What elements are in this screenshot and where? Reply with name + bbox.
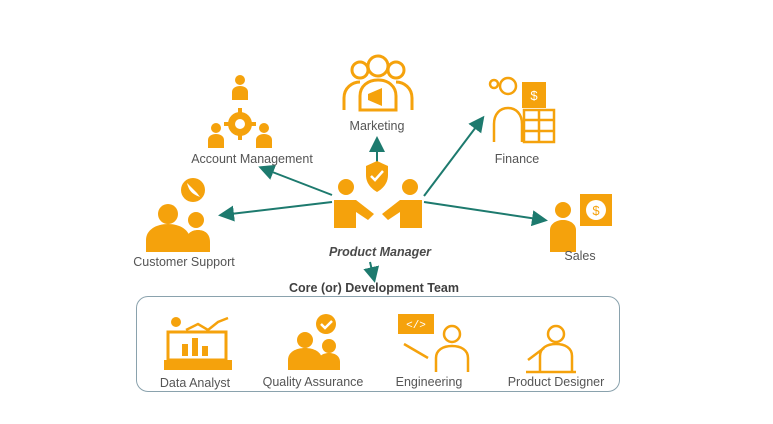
connector-arrows (218, 115, 548, 283)
team-member-label-engineering: Engineering (395, 375, 463, 389)
center-label-product-manager: Product Manager (328, 245, 432, 259)
sales-dollar-icon: $ (550, 194, 612, 252)
stakeholder-label-marketing: Marketing (349, 119, 405, 133)
arrow-to-core-team (363, 261, 380, 283)
stakeholder-label-finance: Finance (494, 152, 540, 166)
core-team-container (136, 296, 620, 392)
team-member-label-data-analyst: Data Analyst (159, 376, 231, 390)
finance-person-icon: $ (488, 76, 556, 144)
svg-text:</>: </> (406, 320, 426, 332)
stakeholder-label-sales: Sales (564, 249, 596, 263)
stakeholder-label-customer-support: Customer Support (133, 255, 235, 269)
arrow-to-account-management (258, 164, 333, 196)
team-member-label-product-designer: Product Designer (507, 375, 605, 389)
team-title: Core (or) Development Team (289, 281, 459, 295)
org-gear-icon (208, 75, 272, 148)
support-phone-icon (146, 178, 210, 252)
designer-sketch-icon (526, 324, 576, 374)
qa-check-icon (288, 314, 340, 370)
team-megaphone-icon (342, 54, 414, 112)
engineer-code-icon: </> (398, 314, 470, 372)
handshake-shield-icon (334, 161, 422, 228)
arrow-to-sales (423, 201, 548, 227)
analyst-chart-icon (164, 316, 232, 370)
svg-text:$: $ (530, 88, 538, 103)
arrow-to-finance (423, 115, 485, 197)
svg-text:$: $ (592, 203, 600, 218)
stakeholder-label-account-management: Account Management (191, 152, 313, 166)
arrow-to-customer-support (218, 201, 333, 222)
team-member-label-quality-assurance: Quality Assurance (262, 375, 364, 389)
